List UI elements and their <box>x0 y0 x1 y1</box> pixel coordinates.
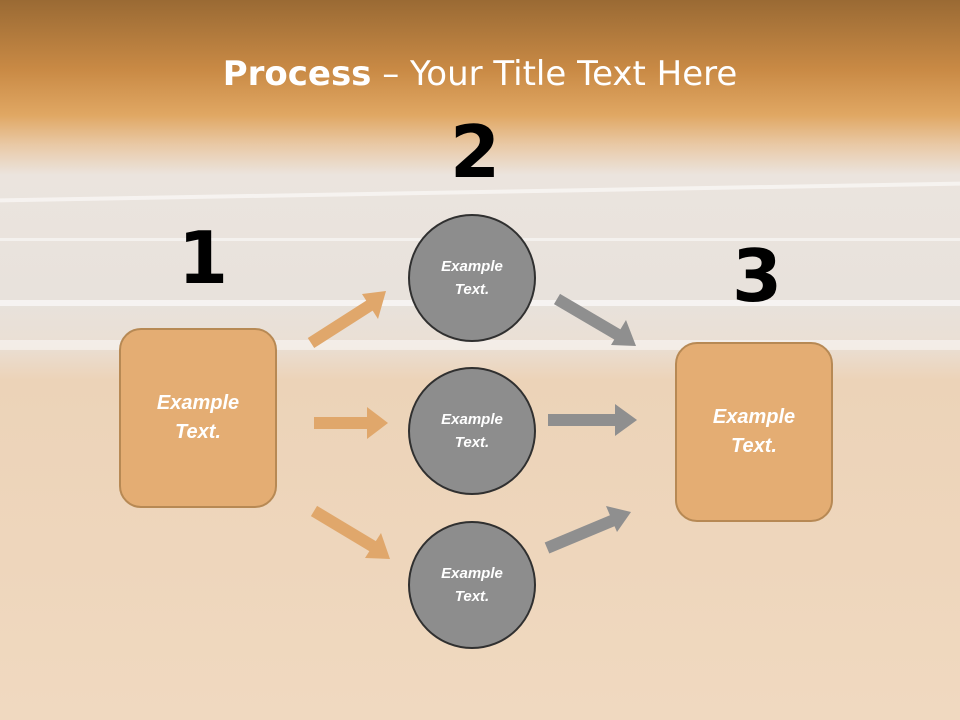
arrow-left-to-bottom <box>310 505 390 559</box>
circle-top[interactable]: Example Text. <box>408 214 536 342</box>
arrow-bottom-to-right <box>544 506 631 554</box>
wave-edge <box>0 340 960 350</box>
circle-bottom-text: Example Text. <box>441 565 503 605</box>
arrow-top-to-right <box>553 293 636 346</box>
title-rest: – Your Title Text Here <box>371 54 738 94</box>
circle-middle[interactable]: Example Text. <box>408 367 536 495</box>
circle-top-text: Example Text. <box>441 258 503 298</box>
step-number-2: 2 <box>450 110 501 194</box>
circle-bottom[interactable]: Example Text. <box>408 521 536 649</box>
circle-middle-text: Example Text. <box>441 411 503 451</box>
title-bold: Process <box>222 54 372 94</box>
left-box-text: Example Text. <box>156 392 240 443</box>
arrow-middle-to-right <box>548 404 637 436</box>
left-box[interactable]: Example Text. <box>119 328 277 508</box>
right-box[interactable]: Example Text. <box>675 342 833 522</box>
arrow-left-to-middle <box>314 407 388 439</box>
arrow-left-to-top <box>307 291 386 349</box>
step-number-1: 1 <box>178 216 229 300</box>
step-number-3: 3 <box>732 234 783 318</box>
slide-title: Process – Your Title Text Here <box>0 52 960 96</box>
right-box-text: Example Text. <box>712 406 796 457</box>
